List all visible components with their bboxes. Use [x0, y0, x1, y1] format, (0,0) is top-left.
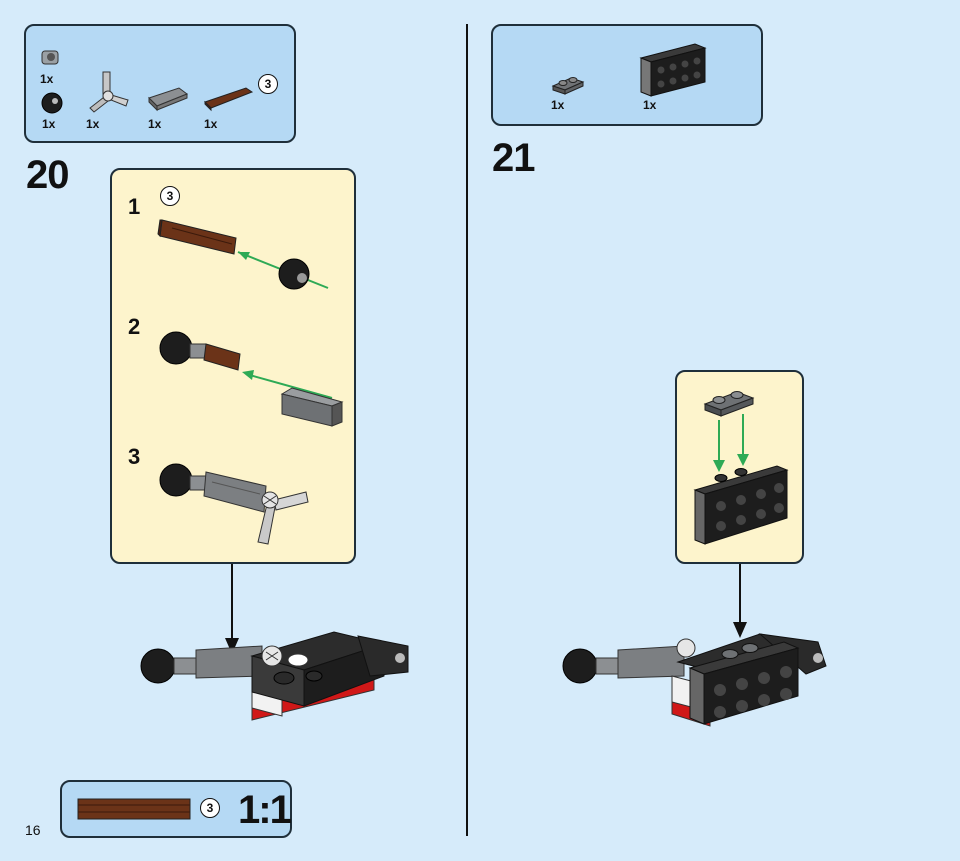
step20-parts-panel: 1x 1x 1x 1x 3 1x: [24, 24, 296, 143]
step21-result-model: [562, 633, 827, 727]
substep3-assembly: [159, 463, 309, 545]
plate-1x2-icon: [551, 77, 585, 95]
down-arrow: [733, 564, 747, 638]
substep-number: 3: [128, 444, 141, 469]
ball-joint-icon: [41, 92, 63, 114]
step20-result-model: [140, 631, 409, 721]
axle-connector-icon: [148, 87, 189, 112]
part-qty: 1x: [204, 117, 218, 131]
step21-parts-panel: 1x 1x: [491, 24, 763, 126]
substep-number: 1: [128, 194, 141, 219]
scale-check-panel: 3 1:1: [60, 780, 292, 838]
technic-3way-connector-icon: [89, 71, 129, 113]
substep2-assembly: [159, 331, 344, 427]
step-number: 20: [26, 153, 69, 197]
substep-assembly: [693, 391, 789, 545]
substep-panel: 1 3 2 3: [110, 168, 356, 564]
substep1-assembly: [157, 219, 329, 290]
page-number: 16: [25, 822, 41, 838]
part-qty: 1x: [40, 72, 54, 86]
column-divider: [466, 24, 468, 836]
plate-2x4-icon: [639, 43, 707, 97]
axle-length-badge: 3: [258, 74, 278, 94]
down-arrow: [225, 564, 239, 654]
part-qty: 1x: [643, 98, 657, 112]
part-qty: 1x: [551, 98, 565, 112]
axle-length-badge: 3: [200, 798, 220, 818]
axle-length-badge: 3: [160, 186, 180, 206]
part-qty: 1x: [42, 117, 56, 131]
step-number: 21: [492, 136, 535, 180]
scale-ratio: 1:1: [238, 788, 292, 832]
substep-number: 2: [128, 314, 141, 339]
brown-axle-scale-icon: [77, 798, 191, 820]
part-qty: 1x: [86, 117, 100, 131]
technic-pin-connector-icon: [41, 50, 59, 65]
substep-panel: [675, 370, 804, 564]
brown-axle-icon: [204, 87, 254, 112]
part-qty: 1x: [148, 117, 162, 131]
